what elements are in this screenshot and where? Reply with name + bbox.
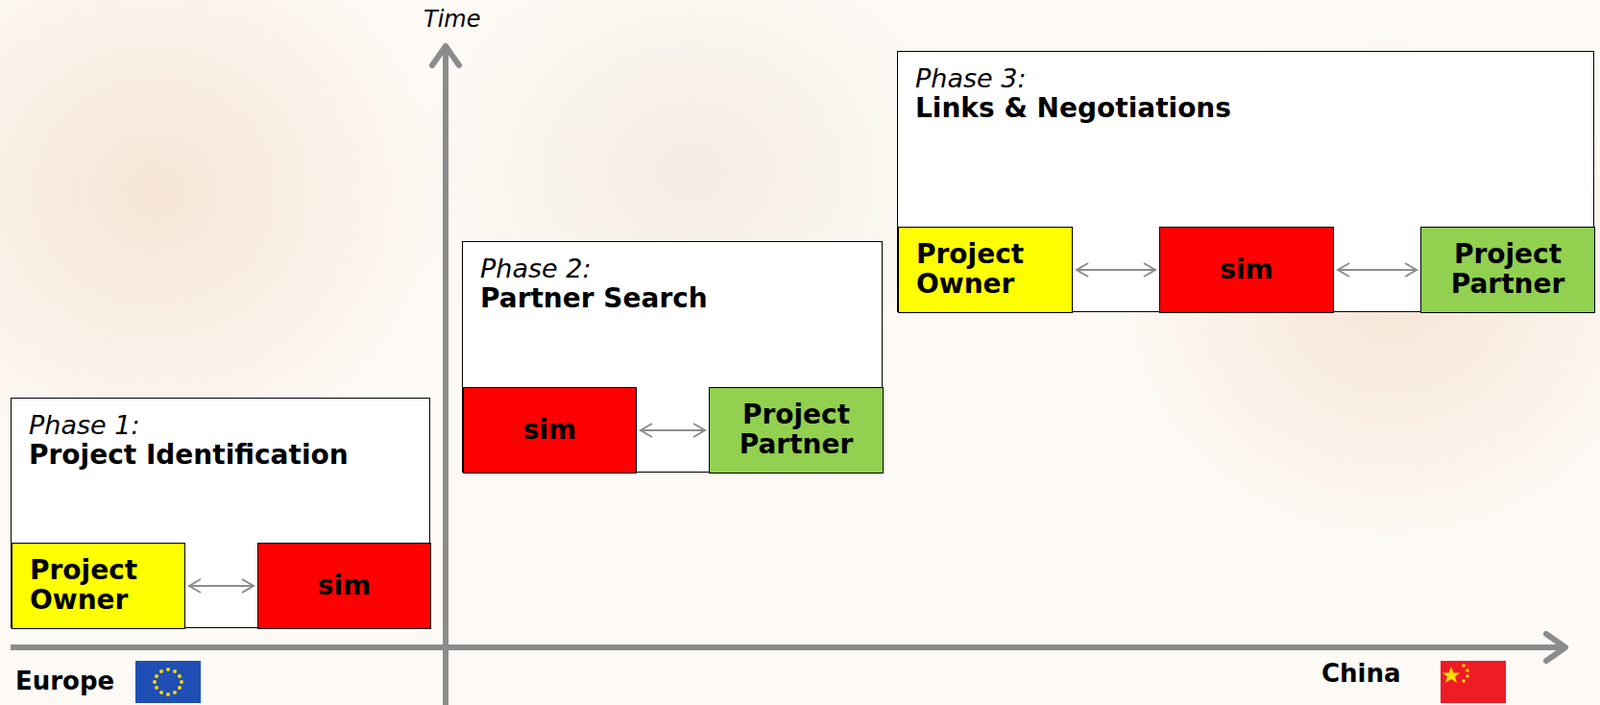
axis-label: Time	[423, 5, 481, 33]
region-label: Europe	[15, 666, 115, 696]
box-label: sim	[1219, 255, 1273, 286]
sim-box: sim	[462, 387, 637, 474]
box-label: Project Partner	[719, 400, 873, 461]
project-partner-box: Project Partner	[1420, 226, 1596, 314]
phase-number: Phase 2:	[480, 253, 591, 284]
double-arrow	[1076, 268, 1156, 271]
project-owner-box: Project Owner	[897, 226, 1073, 314]
phase-box: Phase 2:Partner Search sim Project Partner	[461, 241, 883, 473]
time-axis	[442, 48, 449, 705]
box-label: Project Partner	[1430, 240, 1585, 300]
axis-arrowhead	[1546, 633, 1566, 661]
space-axis	[10, 644, 1564, 651]
box-label: Project Owner	[29, 556, 175, 616]
sim-box: sim	[1159, 226, 1334, 314]
phase-title: Links & Negotiations	[915, 93, 1232, 124]
phase-title: Project Identification	[28, 439, 349, 471]
double-arrow	[640, 429, 705, 432]
double-arrow	[1337, 268, 1417, 271]
box-label: sim	[523, 415, 577, 446]
phase-box: Phase 1:Project IdentificationProject Ow…	[10, 397, 431, 629]
box-label: Project Owner	[916, 240, 1063, 300]
project-owner-box: Project Owner	[11, 542, 186, 630]
phase-title: Partner Search	[480, 283, 708, 315]
eu-flag	[135, 660, 201, 704]
sim-box: sim	[257, 542, 432, 630]
project-partner-box: Project Partner	[708, 387, 884, 474]
box-label: sim	[317, 571, 371, 602]
phase-box: Phase 3:Links & NegotiationsProject Owne…	[896, 50, 1595, 313]
axis-arrowhead	[432, 46, 460, 66]
region-label: China	[1321, 658, 1402, 688]
china-flag	[1440, 660, 1506, 704]
phase-number: Phase 3:	[915, 63, 1026, 94]
phase-number: Phase 1:	[28, 410, 140, 440]
double-arrow	[189, 584, 254, 587]
